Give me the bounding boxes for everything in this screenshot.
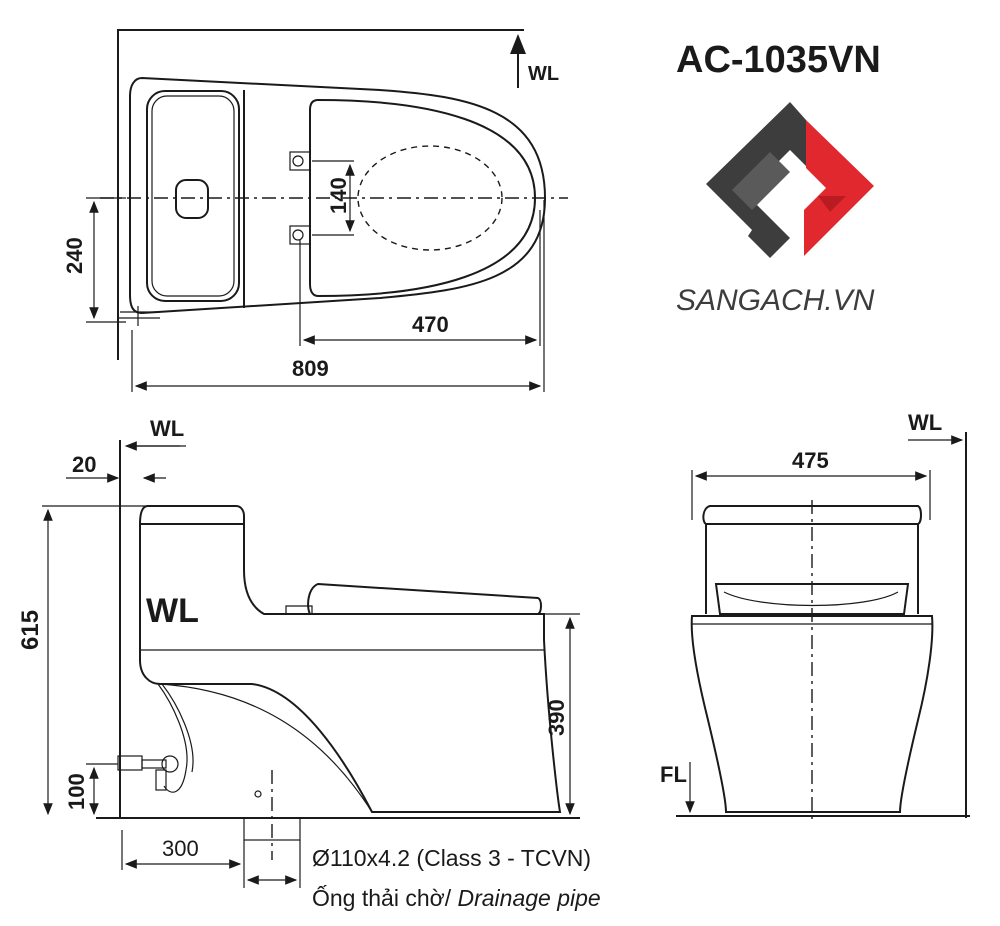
dim-140: 140 (326, 177, 351, 214)
dim-475: 475 (792, 448, 829, 473)
side-tank-lid (138, 505, 245, 525)
top-wl-label: WL (528, 63, 559, 85)
side-hinge (285, 605, 313, 615)
dim-615: 615 (17, 610, 44, 650)
tank-lid (146, 90, 240, 302)
dim-470: 470 (412, 312, 449, 337)
dim-809: 809 (292, 356, 329, 381)
model-title: AC-1035VN (676, 39, 881, 81)
supply-hose (157, 683, 188, 793)
side-view: WL 20 WL 615 (17, 416, 580, 888)
side-seat (307, 582, 542, 615)
flush-button (175, 179, 209, 219)
front-seat (714, 583, 910, 615)
front-fl-label: FL (660, 762, 687, 787)
dim-300: 300 (162, 836, 199, 861)
sangach-logo-icon (706, 102, 874, 258)
top-body-outline (129, 76, 547, 315)
side-body (139, 523, 562, 813)
angle-valve (117, 755, 179, 791)
trap-curve (159, 683, 373, 813)
side-wl-inner: WL (146, 592, 199, 630)
hinge-upper (289, 151, 311, 171)
front-bowl (690, 615, 934, 813)
tank-lid-inner (151, 95, 235, 297)
front-wl-label: WL (908, 410, 942, 435)
dim-100: 100 (64, 773, 89, 810)
logo-text: SANGACH.VN (676, 284, 875, 317)
top-view: WL 240 140 (62, 29, 568, 392)
top-valve (118, 306, 160, 326)
dim-20: 20 (72, 452, 96, 477)
pipe-label: Ống thải chờ/ Drainage pipe (312, 884, 601, 911)
dim-390: 390 (544, 699, 569, 736)
side-wl-label: WL (150, 416, 184, 441)
bowl-opening (357, 145, 503, 251)
seat-cover (309, 98, 537, 298)
pipe-spec: Ø110x4.2 (Class 3 - TCVN) (312, 845, 591, 871)
top-wall-line (117, 29, 524, 360)
front-view: WL 475 FL (660, 410, 970, 824)
dim-240: 240 (62, 237, 87, 274)
